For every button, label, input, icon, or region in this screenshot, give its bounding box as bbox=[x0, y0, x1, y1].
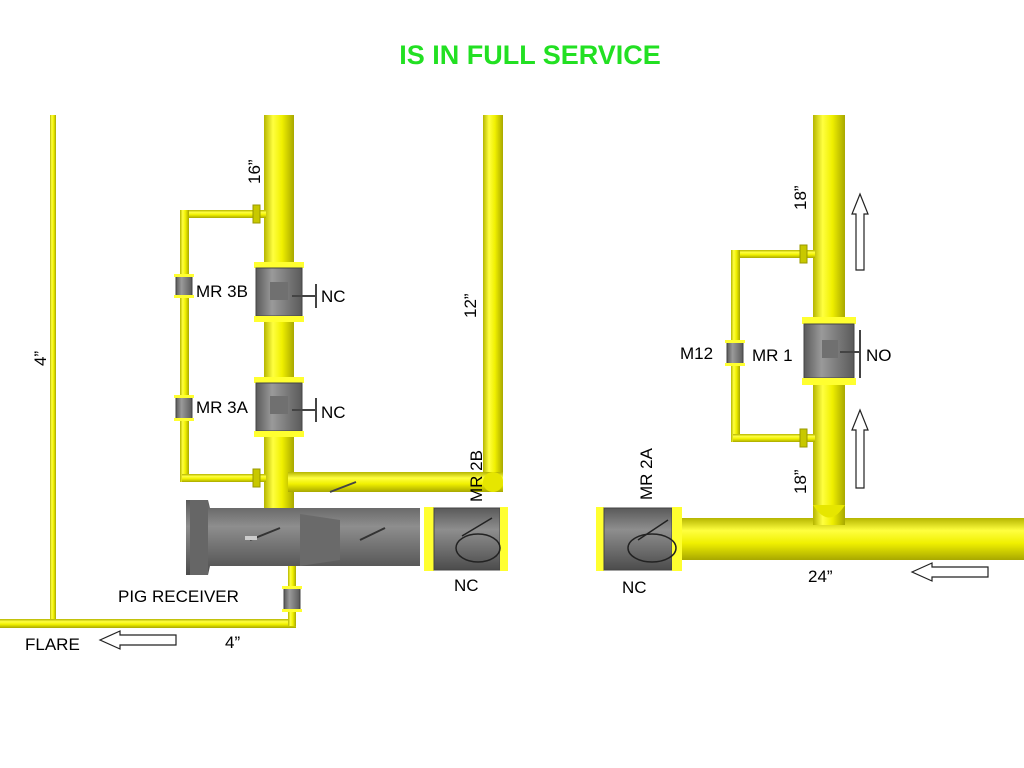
bypass-valve-mr3a[interactable] bbox=[174, 395, 194, 421]
label-nc-mr2a: NC bbox=[622, 578, 647, 597]
label-nc-mr3a: NC bbox=[321, 403, 346, 422]
bypass-fitting-top bbox=[252, 204, 261, 224]
label-mr1: MR 1 bbox=[752, 346, 793, 365]
pig-receiver bbox=[186, 500, 420, 575]
label-nc-mr3b: NC bbox=[321, 287, 346, 306]
label-size-16in: 16” bbox=[245, 159, 264, 184]
diagram-title: IS IN FULL SERVICE bbox=[399, 40, 661, 70]
valve-mr3b[interactable] bbox=[254, 262, 317, 322]
label-mr2b: MR 2B bbox=[467, 450, 486, 502]
pipe-24in-header bbox=[680, 518, 1024, 560]
bypass-valve-m12[interactable] bbox=[725, 340, 745, 366]
bypass18-top-horizontal bbox=[733, 250, 815, 258]
label-size-4in-vertical: 4” bbox=[31, 351, 50, 366]
pipe-4in-flare-line bbox=[0, 619, 296, 628]
valve-pig-drain[interactable] bbox=[282, 586, 302, 612]
label-size-18in-top: 18” bbox=[791, 185, 810, 210]
bypass-bottom-horizontal bbox=[182, 474, 266, 482]
arrow-up-icon bbox=[851, 408, 869, 489]
bypass-fitting-bottom bbox=[252, 468, 261, 488]
arrow-left-icon bbox=[910, 562, 989, 582]
label-nc-mr2b: NC bbox=[454, 576, 479, 595]
label-no-mr1: NO bbox=[866, 346, 892, 365]
valve-mr2a[interactable] bbox=[596, 507, 682, 571]
label-m12: M12 bbox=[680, 344, 713, 363]
bypass18-bottom-horizontal bbox=[733, 434, 815, 442]
bypass-top-horizontal bbox=[182, 210, 266, 218]
valve-mr1[interactable] bbox=[802, 317, 861, 385]
label-mr2a: MR 2A bbox=[637, 447, 656, 500]
label-size-18in-bottom: 18” bbox=[791, 469, 810, 494]
bypass-valve-mr3b[interactable] bbox=[174, 274, 194, 298]
pipe-12in-vertical bbox=[483, 115, 503, 491]
pipe-4in-vertical bbox=[50, 115, 56, 627]
label-mr3a: MR 3A bbox=[196, 398, 249, 417]
label-size-24in: 24” bbox=[808, 567, 833, 586]
label-flare: FLARE bbox=[25, 635, 80, 654]
arrow-up-icon bbox=[851, 192, 869, 271]
label-pig-receiver: PIG RECEIVER bbox=[118, 587, 239, 606]
label-mr3b: MR 3B bbox=[196, 282, 248, 301]
valve-mr3a[interactable] bbox=[254, 377, 317, 437]
arrow-left-icon bbox=[98, 630, 177, 650]
label-size-12in: 12” bbox=[461, 293, 480, 318]
bypass-vertical bbox=[180, 210, 189, 482]
label-size-4in-bottom: 4” bbox=[225, 633, 240, 652]
valve-mr2b[interactable] bbox=[424, 507, 508, 571]
